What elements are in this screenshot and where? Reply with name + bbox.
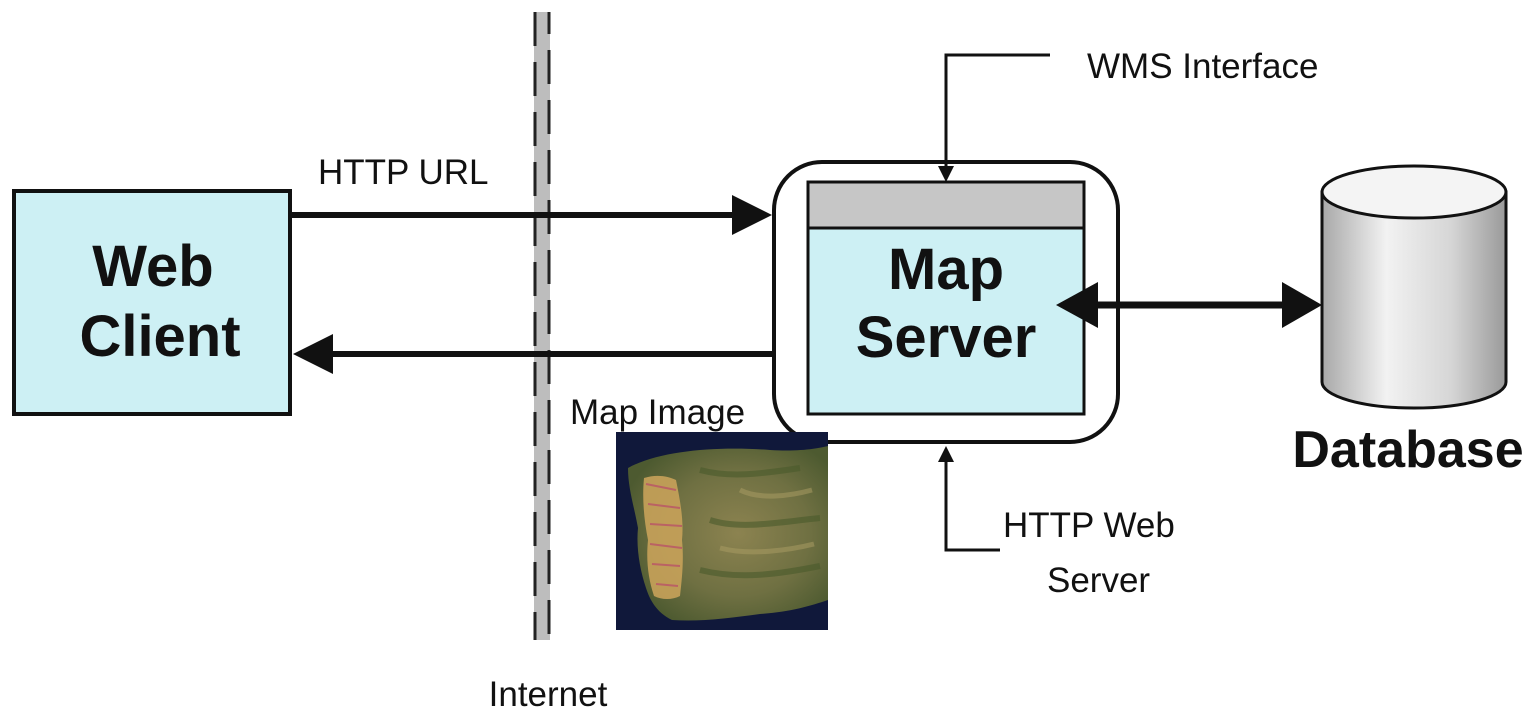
wms-interface-callout	[938, 53, 1050, 182]
internet-label: Internet	[489, 675, 608, 710]
http-web-server-callout	[938, 446, 1000, 552]
wms-interface-label: WMS Interface	[1087, 47, 1318, 86]
internet-divider	[533, 12, 551, 640]
map-server-label-line1: Map	[888, 237, 1004, 302]
map-image-arrow	[293, 334, 774, 374]
map-server-box	[806, 226, 1086, 416]
map-server-label-line2: Server	[856, 305, 1037, 370]
http-url-label: HTTP URL	[318, 153, 489, 192]
web-client-box: Web Client	[12, 189, 292, 416]
server-database-arrow	[1056, 282, 1322, 328]
database-cylinder-icon	[1320, 164, 1508, 410]
web-client-label-line2: Client	[79, 304, 240, 369]
database-label: Database	[1292, 421, 1523, 479]
http-web-server-label-line1: HTTP Web	[1003, 506, 1175, 545]
map-server-container: Map Server	[772, 160, 1120, 444]
map-image-label: Map Image	[570, 393, 745, 432]
http-url-arrow	[290, 195, 772, 235]
web-client-label-line1: Web	[92, 234, 213, 299]
http-web-server-label-line2: Server	[1047, 561, 1150, 600]
map-image-thumbnail	[616, 432, 828, 630]
wms-interface-bar	[806, 180, 1086, 230]
